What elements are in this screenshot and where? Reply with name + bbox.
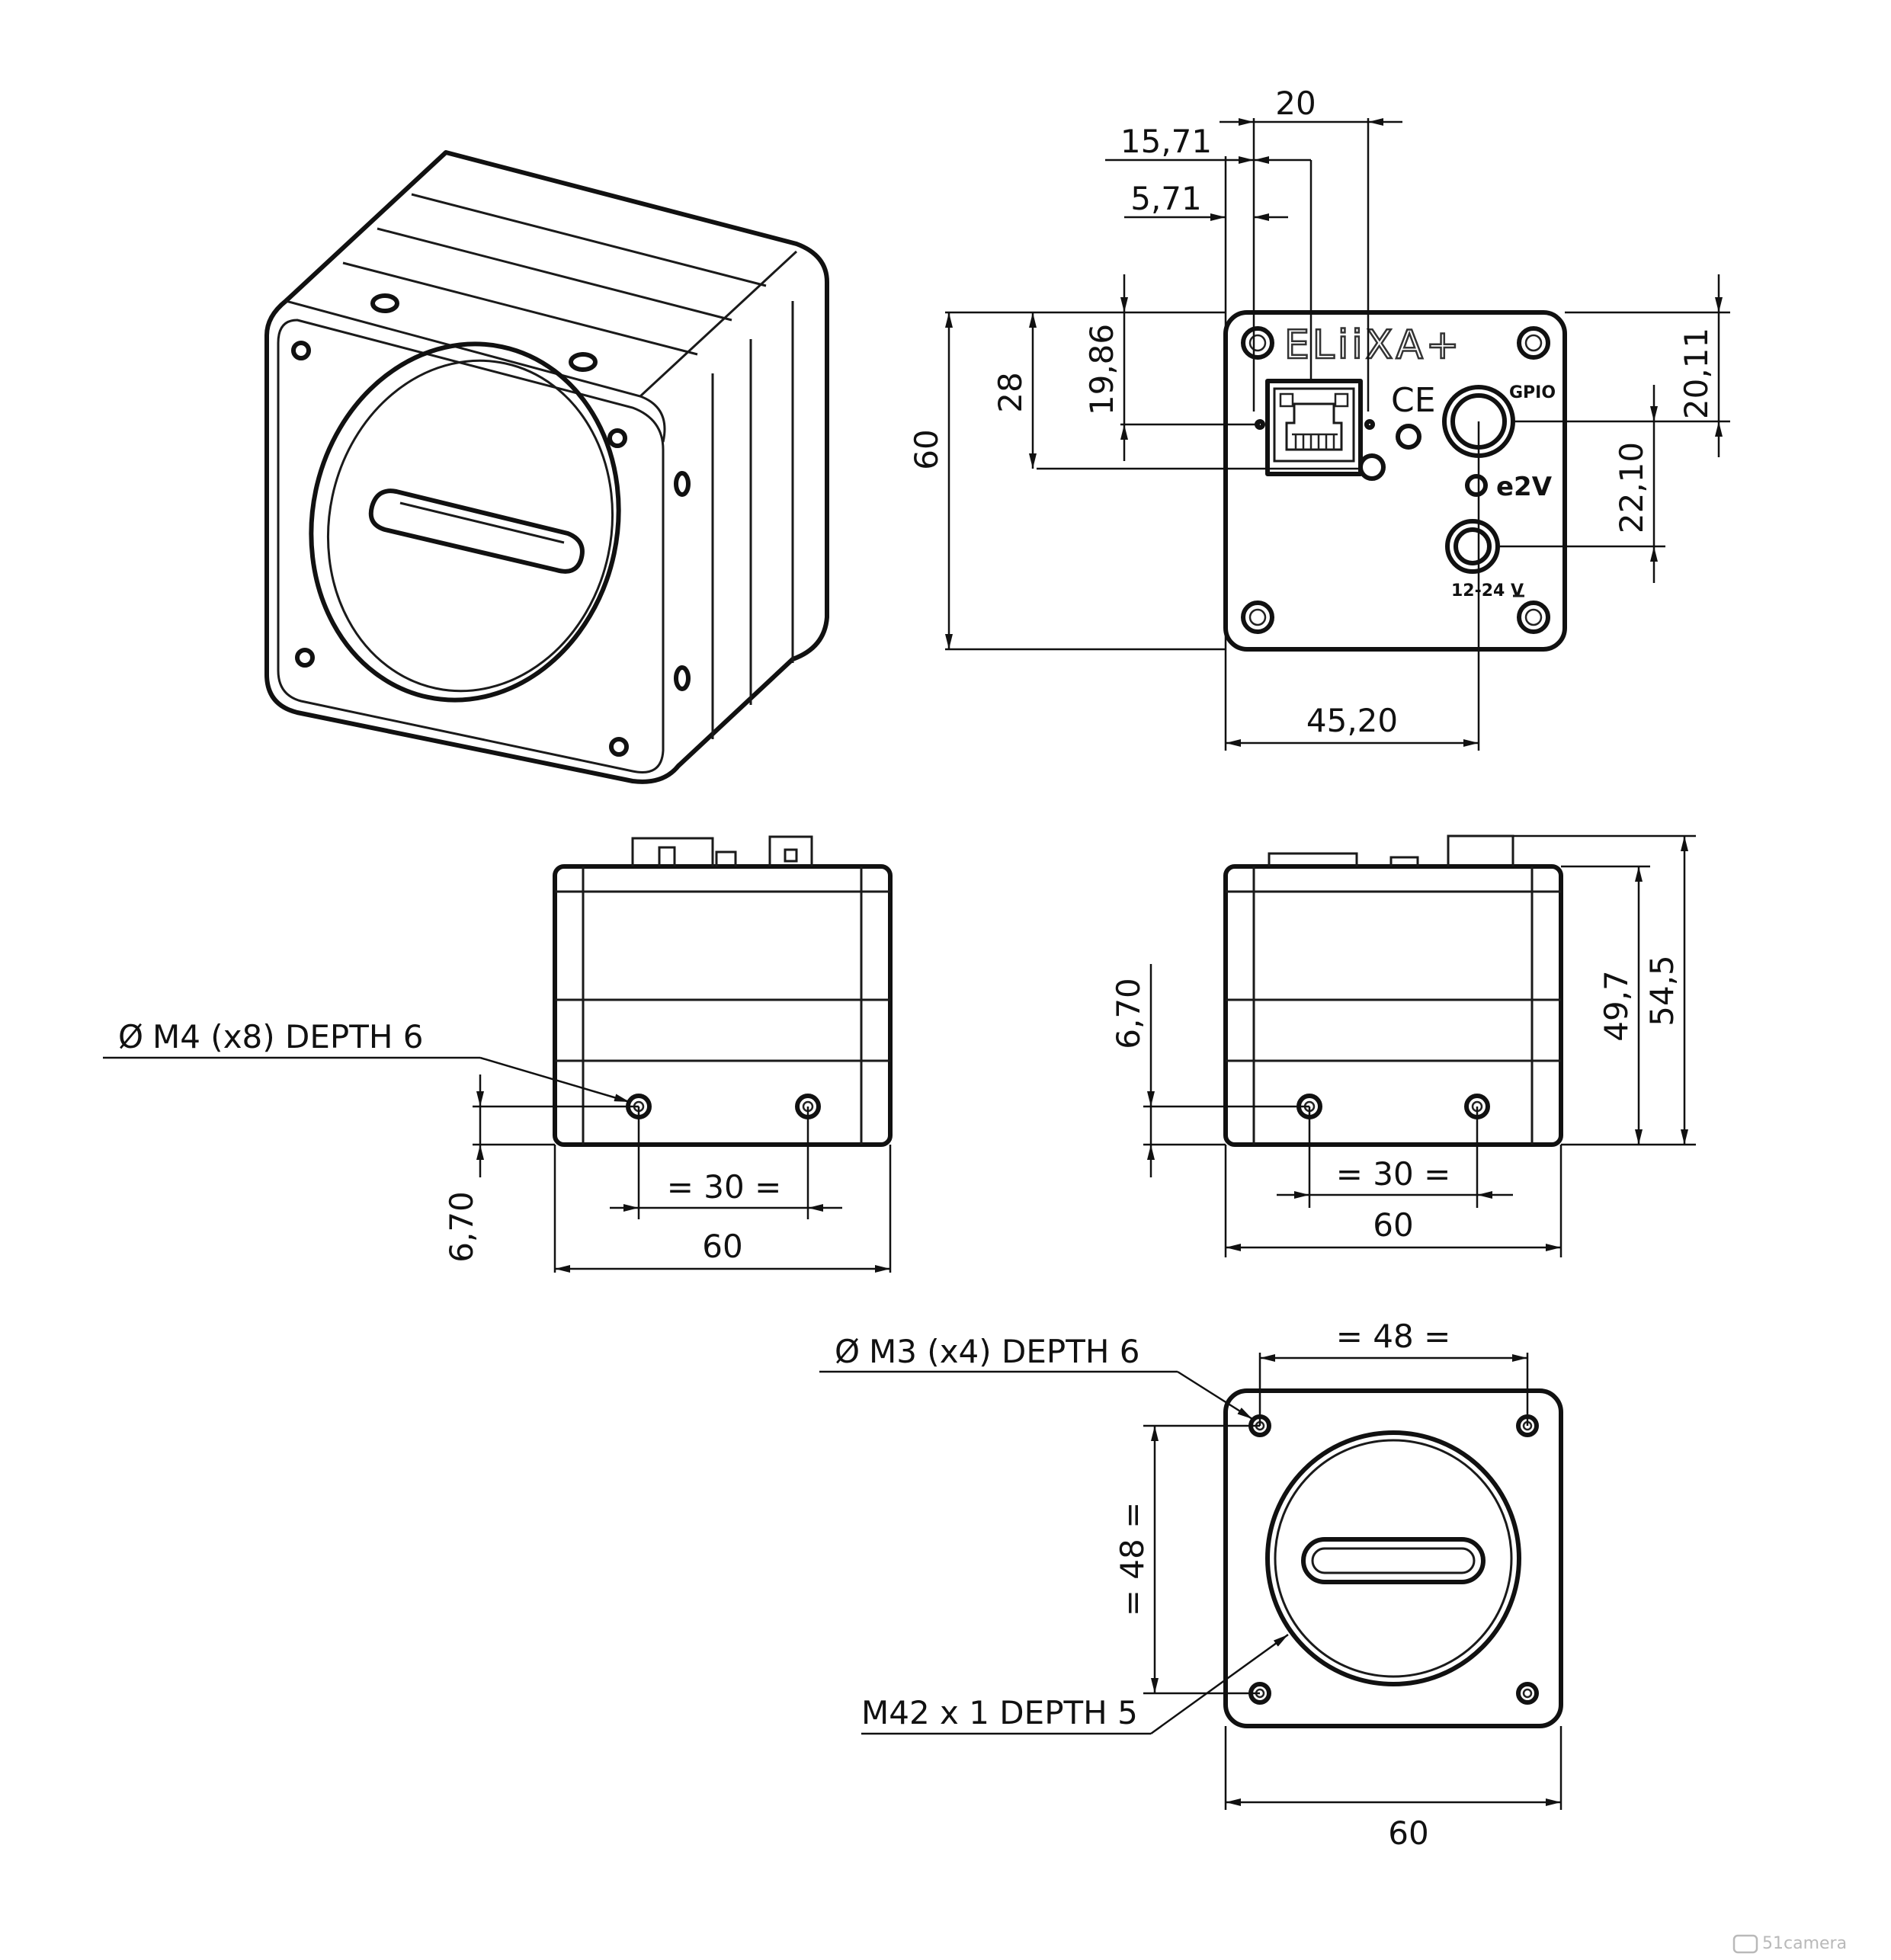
dim-22-10: 22,10 <box>1613 442 1650 533</box>
dim-20: 20 <box>1275 85 1316 122</box>
side-view-1: = 30 = 60 6,70 Ø M4 (x8) DEPTH 6 <box>103 835 893 1273</box>
dim-30-side2: = 30 = <box>1336 1155 1451 1193</box>
dim-54-5: 54,5 <box>1643 955 1681 1026</box>
dim-60-rear: 60 <box>908 429 945 469</box>
callout-m42: M42 x 1 DEPTH 5 <box>861 1694 1138 1731</box>
brand-label: ELiiXA+ <box>1284 322 1463 368</box>
dim-48-left: = 48 = <box>1114 1502 1151 1617</box>
gpio-label: GPIO <box>1509 383 1556 402</box>
rear-screws <box>1241 326 1550 634</box>
diameter-symbol-m4: Ø <box>118 1018 143 1055</box>
dim-15-71: 15,71 <box>1120 123 1212 160</box>
dim-48-top: = 48 = <box>1336 1318 1451 1355</box>
front-view: = 48 = = 48 = 60 Ø M3 (x4) DEPTH 6 M42 x… <box>819 1318 1563 1852</box>
watermark: 51camera <box>1732 1934 1847 1954</box>
rear-view: ELiiXA+ CE e2V GPIO 12-24 V <box>908 85 1730 751</box>
callout-m3: M3 (x4) DEPTH 6 <box>869 1333 1140 1370</box>
ce-mark: CE <box>1391 381 1436 420</box>
side2-dimensions: = 30 = 60 6,70 49,7 54,5 <box>1110 834 1696 1257</box>
isometric-view <box>264 150 829 784</box>
dim-5-71: 5,71 <box>1130 180 1202 217</box>
dim-19-86: 19,86 <box>1083 324 1120 415</box>
dim-6-70-side2: 6,70 <box>1110 978 1147 1049</box>
dim-49-7: 49,7 <box>1598 970 1635 1042</box>
dim-30-side1: = 30 = <box>667 1168 782 1206</box>
dim-60-front: 60 <box>1388 1814 1428 1852</box>
callout-m4: M4 (x8) DEPTH 6 <box>152 1018 424 1055</box>
dim-45-20: 45,20 <box>1306 702 1398 739</box>
dim-60-side1: 60 <box>702 1228 742 1265</box>
power-label: 12-24 V <box>1451 581 1524 600</box>
diameter-symbol-m3: Ø <box>835 1333 860 1370</box>
dim-6-70-side1: 6,70 <box>443 1191 480 1263</box>
side1-dimensions: = 30 = 60 6,70 Ø M4 (x8) DEPTH 6 <box>103 1018 892 1273</box>
rear-dimensions: 20 15,71 5,71 60 28 19,86 20,11 <box>908 85 1730 751</box>
dim-28: 28 <box>992 372 1029 412</box>
dim-20-11: 20,11 <box>1678 328 1715 419</box>
dim-60-side2: 60 <box>1373 1206 1413 1244</box>
watermark-text: 51camera <box>1762 1934 1847 1953</box>
side-view-2: = 30 = 60 6,70 49,7 54,5 <box>1110 834 1696 1257</box>
front-dimensions: = 48 = = 48 = 60 Ø M3 (x4) DEPTH 6 M42 x… <box>819 1318 1562 1852</box>
e2v-label: e2V <box>1496 472 1553 502</box>
